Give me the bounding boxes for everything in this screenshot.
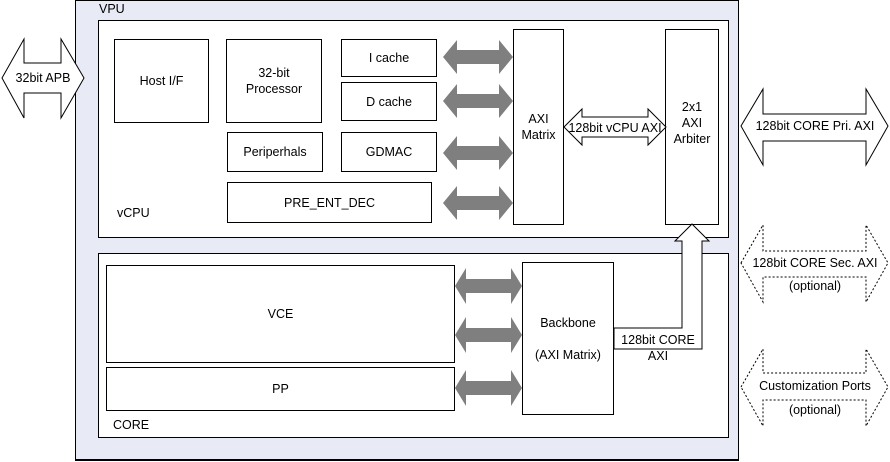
peripherals-label: Periperhals	[243, 145, 307, 159]
backbone-label-1: Backbone	[540, 316, 596, 330]
core-pri-axi-arrow	[740, 87, 889, 167]
arbiter-label-2: AXI	[681, 116, 703, 130]
gdmac-label: GDMAC	[365, 145, 413, 159]
bus-arrow-gdmac	[443, 136, 513, 170]
bus-arrow-dcache	[443, 84, 513, 118]
core-axi-label: 128bit CORE AXI	[621, 333, 695, 363]
core-axi-arrow	[613, 223, 711, 350]
axi-matrix-label-2: Matrix	[521, 128, 556, 142]
arbiter-label-3: Arbiter	[673, 132, 711, 146]
apb-arrow	[1, 37, 85, 120]
vpu-label: VPU	[99, 2, 125, 16]
core-label: CORE	[113, 418, 150, 432]
pp-block: PP	[106, 367, 455, 411]
processor-label-2: Processor	[245, 82, 303, 96]
axi-matrix-label-1: AXI	[528, 112, 549, 126]
pre-ent-dec-label: PRE_ENT_DEC	[284, 195, 375, 210]
vce-block: VCE	[106, 265, 455, 363]
i-cache-block: I cache	[341, 39, 437, 77]
backbone-label-2: (AXI Matrix)	[535, 348, 601, 362]
gdmac-block: GDMAC	[341, 132, 437, 172]
custom-ports-note: (optional)	[788, 403, 842, 417]
core-sec-axi-arrow	[740, 223, 889, 304]
bus-arrow-pre-ent-dec	[443, 186, 513, 220]
d-cache-label: D cache	[366, 94, 412, 109]
host-if-block: Host I/F	[114, 39, 209, 123]
i-cache-label: I cache	[368, 51, 410, 65]
axi-matrix-block: AXI Matrix	[513, 29, 564, 225]
core-sec-axi-note: (optional)	[788, 279, 842, 293]
bus-arrow-pp	[455, 370, 522, 406]
core-sec-axi-label: 128bit CORE Sec. AXI	[752, 256, 878, 270]
processor-label-1: 32-bit	[258, 66, 290, 80]
arbiter-label-1: 2x1	[681, 100, 703, 114]
vcpu-axi-arrow	[563, 107, 667, 147]
custom-ports-arrow	[740, 347, 889, 428]
vce-label: VCE	[267, 307, 294, 321]
custom-ports-label: Customization Ports	[759, 379, 871, 393]
d-cache-block: D cache	[341, 82, 437, 121]
pp-label: PP	[272, 382, 289, 396]
axi-arbiter-block: 2x1 AXI Arbiter	[665, 29, 719, 225]
backbone-block: Backbone (AXI Matrix)	[522, 262, 614, 415]
vcpu-axi-label: 128bit vCPU AXI	[568, 121, 662, 135]
peripherals-block: Periperhals	[227, 132, 323, 172]
core-pri-axi-label: 128bit CORE Pri. AXI	[755, 119, 875, 133]
vcpu-label: vCPU	[117, 206, 150, 220]
bus-arrow-icache	[443, 40, 513, 74]
processor-block: 32-bit Processor	[226, 39, 322, 123]
bus-arrow-vce-2	[455, 317, 522, 353]
apb-label: 32bit APB	[15, 71, 71, 85]
bus-arrow-vce-1	[455, 268, 522, 304]
host-if-label: Host I/F	[139, 74, 184, 88]
pre-ent-dec-block: PRE_ENT_DEC	[227, 182, 432, 223]
